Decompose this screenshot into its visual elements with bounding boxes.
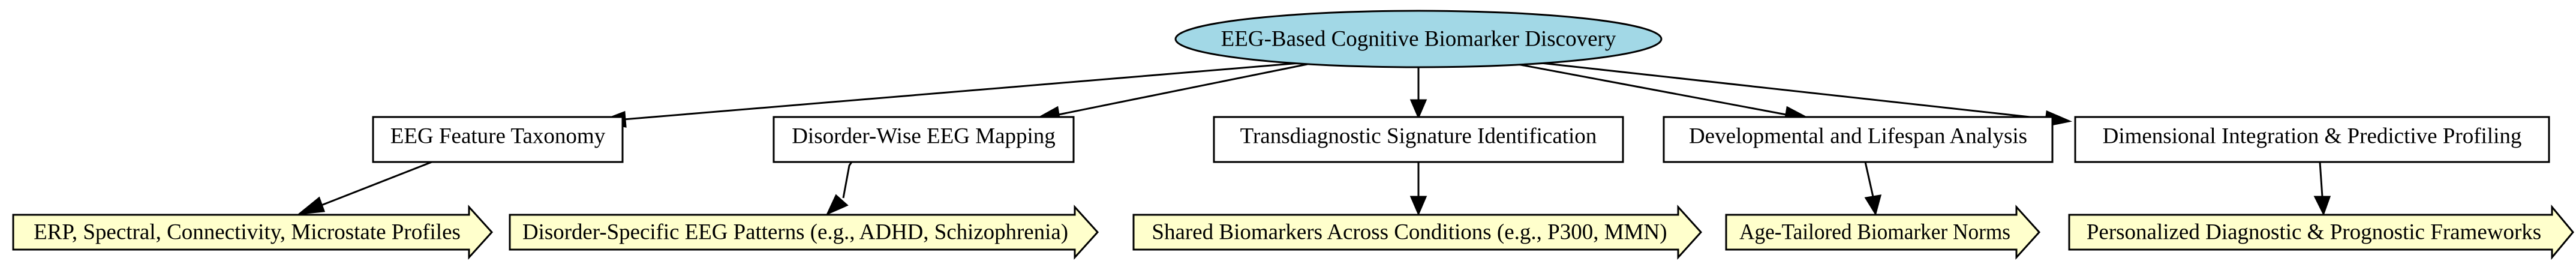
edge-feature-taxonomy-to-output <box>297 161 432 215</box>
edge-disorder-mapping-to-output <box>825 161 853 215</box>
output-node-personalized-frameworks: Personalized Diagnostic & Prognostic Fra… <box>2068 204 2574 260</box>
branch-label: Dimensional Integration & Predictive Pro… <box>2103 124 2522 149</box>
branch-label: EEG Feature Taxonomy <box>390 124 606 149</box>
output-node-feature-profiles: ERP, Spectral, Connectivity, Microstate … <box>12 205 494 260</box>
output-label: Age-Tailored Biomarker Norms <box>1739 220 2010 245</box>
branch-nodes: EEG Feature Taxonomy Disorder-Wise EEG M… <box>372 116 2550 163</box>
branch-node-dimensional: Dimensional Integration & Predictive Pro… <box>2074 116 2550 163</box>
branch-node-transdiagnostic: Transdiagnostic Signature Identification <box>1213 116 1624 163</box>
edge-developmental-to-output <box>1864 161 1882 216</box>
root-node-label: EEG-Based Cognitive Biomarker Discovery <box>1221 27 1616 52</box>
branch-node-developmental: Developmental and Lifespan Analysis <box>1663 116 2054 163</box>
output-edges <box>297 161 2331 216</box>
branch-label: Disorder-Wise EEG Mapping <box>792 124 1056 149</box>
branch-node-feature-taxonomy: EEG Feature Taxonomy <box>372 116 624 163</box>
output-node-shared-biomarkers: Shared Biomarkers Across Conditions (e.g… <box>1132 205 1703 260</box>
branch-label: Transdiagnostic Signature Identification <box>1240 124 1597 149</box>
output-node-age-norms: Age-Tailored Biomarker Norms <box>1725 205 2041 260</box>
output-label: Disorder-Specific EEG Patterns (e.g., AD… <box>522 220 1068 245</box>
edge-transdiagnostic-to-output <box>1409 162 1427 216</box>
branch-label: Developmental and Lifespan Analysis <box>1689 124 2027 149</box>
branch-node-disorder-mapping: Disorder-Wise EEG Mapping <box>773 116 1075 163</box>
output-nodes: ERP, Spectral, Connectivity, Microstate … <box>12 204 2574 260</box>
output-node-disorder-patterns: Disorder-Specific EEG Patterns (e.g., AD… <box>509 205 1099 260</box>
output-label: ERP, Spectral, Connectivity, Microstate … <box>34 220 461 245</box>
root-node: EEG-Based Cognitive Biomarker Discovery <box>1174 10 1663 68</box>
edge-dimensional-to-output <box>2313 161 2331 216</box>
edge-root-to-transdiagnostic <box>1409 68 1427 119</box>
edge-root-to-developmental <box>1517 63 1812 123</box>
output-label: Personalized Diagnostic & Prognostic Fra… <box>2087 220 2541 245</box>
output-label: Shared Biomarkers Across Conditions (e.g… <box>1152 220 1667 245</box>
